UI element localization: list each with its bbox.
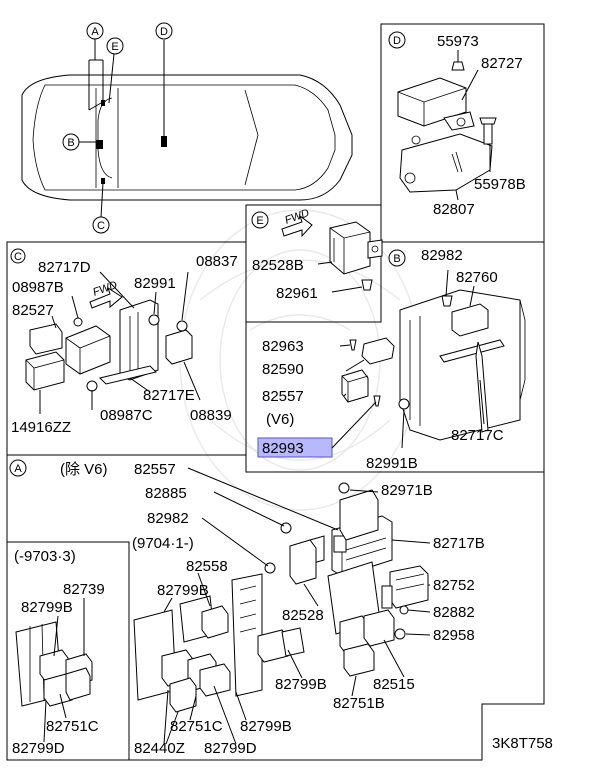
part-82557-mid-label: 82557 (262, 388, 304, 405)
part-82799d-a-label: 82799D (204, 740, 257, 757)
panel-d: D 55973 82727 55978B 82807 (388, 31, 526, 218)
part-82717d-label: 82717D (38, 259, 91, 276)
part-82885-label: 82885 (145, 485, 187, 502)
callout-c-letter: C (97, 220, 105, 232)
callout-d-letter: D (160, 26, 168, 38)
excl-v6-note-label: (除 V6) (60, 461, 108, 478)
part-82799b-a-label: 82799B (157, 582, 209, 599)
part-82991b-label: 82991B (366, 455, 418, 472)
part-82751c-a-label: 82751C (170, 718, 223, 735)
part-82799b-b-label: 82799B (275, 676, 327, 693)
part-82717e-label: 82717E (143, 387, 195, 404)
part-82557-a-label: 82557 (134, 461, 176, 478)
part-82717b-label: 82717B (433, 535, 485, 552)
part-82807-label: 82807 (433, 201, 475, 218)
part-82528-label: 82528 (282, 607, 324, 624)
part-82752-label: 82752 (433, 577, 475, 594)
part-82963-label: 82963 (262, 338, 304, 355)
panel-c-marker: C (14, 251, 22, 263)
part-82727-label: 82727 (481, 55, 523, 72)
callout-b-letter: B (67, 137, 74, 149)
part-82751c-inset-label: 82751C (46, 718, 99, 735)
panel-c: C FWD 82717D 08837 08987B 82991 82527 82… (10, 248, 238, 436)
part-82590-label: 82590 (262, 361, 304, 378)
panel-a-marker: A (14, 463, 22, 475)
part-82527-label: 82527 (12, 302, 54, 319)
part-08987c-label: 08987C (100, 407, 153, 424)
part-82993-label: 82993 (262, 440, 304, 457)
part-82882-label: 82882 (433, 604, 475, 621)
part-82799b-c-label: 82799B (240, 718, 292, 735)
part-82751b-label: 82751B (333, 695, 385, 712)
part-55978b-label: 55978B (474, 176, 526, 193)
part-82760-label: 82760 (456, 269, 498, 286)
part-82717c-label: 82717C (451, 427, 504, 444)
part-82440z-label: 82440Z (134, 740, 185, 757)
part-82958-label: 82958 (433, 627, 475, 644)
panel-b: B 82982 82760 82717C 82991B (366, 247, 526, 472)
part-82528b-label: 82528B (252, 257, 304, 274)
part-82971b-label: 82971B (381, 482, 433, 499)
part-82961-label: 82961 (276, 285, 318, 302)
panel-e: E FWD 82528B 82961 (251, 207, 383, 302)
part-82982-a-label: 82982 (147, 510, 189, 527)
date-range-9704-label: (9704·1-) (132, 535, 194, 552)
part-55973-label: 55973 (437, 33, 479, 50)
panel-d-marker: D (393, 35, 401, 47)
middle-section: 82963 82590 82557 (V6) 82993 (257, 337, 395, 458)
panel-frames (6, 23, 545, 761)
vehicle-outline (21, 38, 353, 218)
panel-e-marker: E (256, 215, 263, 227)
document-code: 3K8T758 (492, 735, 553, 752)
inset-early: (-9703·3) 82739 82799B 82751C 82799D (12, 548, 105, 757)
panel-a: A (9, 459, 485, 757)
part-14916zz-label: 14916ZZ (11, 419, 71, 436)
part-82558-label: 82558 (186, 558, 228, 575)
v6-note-label: (V6) (266, 411, 294, 428)
vehicle-callouts: A E D B C (62, 22, 173, 234)
panel-b-marker: B (393, 253, 400, 265)
date-range-9703-label: (-9703·3) (14, 548, 76, 565)
part-82982-b-label: 82982 (421, 247, 463, 264)
part-82799d-inset-label: 82799D (12, 740, 65, 757)
part-08987b-label: 08987B (12, 279, 64, 296)
part-08839-label: 08839 (190, 407, 232, 424)
part-82799b-inset-label: 82799B (21, 599, 73, 616)
callout-e-letter: E (111, 41, 118, 53)
part-08837-label: 08837 (196, 253, 238, 270)
part-82515-label: 82515 (373, 676, 415, 693)
callout-a-letter: A (91, 26, 99, 38)
part-82739-label: 82739 (63, 581, 105, 598)
part-82991-label: 82991 (134, 275, 176, 292)
